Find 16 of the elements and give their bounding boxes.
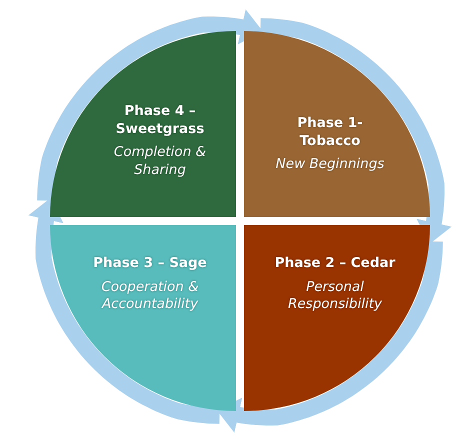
phase-title: Phase 2 – Cedar [274,255,396,273]
quadrant-wedge [50,31,236,217]
quadrant-wedge [244,31,430,217]
phase-theme: Personal Responsibility [287,278,383,314]
phase-title: Phase 4 – Sweetgrass [114,103,206,138]
curved-arrow [258,18,452,244]
phase-theme: Cooperation & Accountability [100,278,200,314]
phase-title: Phase 3 – Sage [92,255,208,273]
quadrant-wedge [50,225,236,411]
curved-arrow [37,9,264,204]
curved-arrow [216,238,443,433]
phase-theme: New Beginnings [274,156,386,174]
phase-title: Phase 1- Tobacco [296,115,364,150]
phase-theme: Completion & Sharing [112,144,208,180]
quadrant-wedge [244,225,430,411]
curved-arrow [28,198,222,424]
